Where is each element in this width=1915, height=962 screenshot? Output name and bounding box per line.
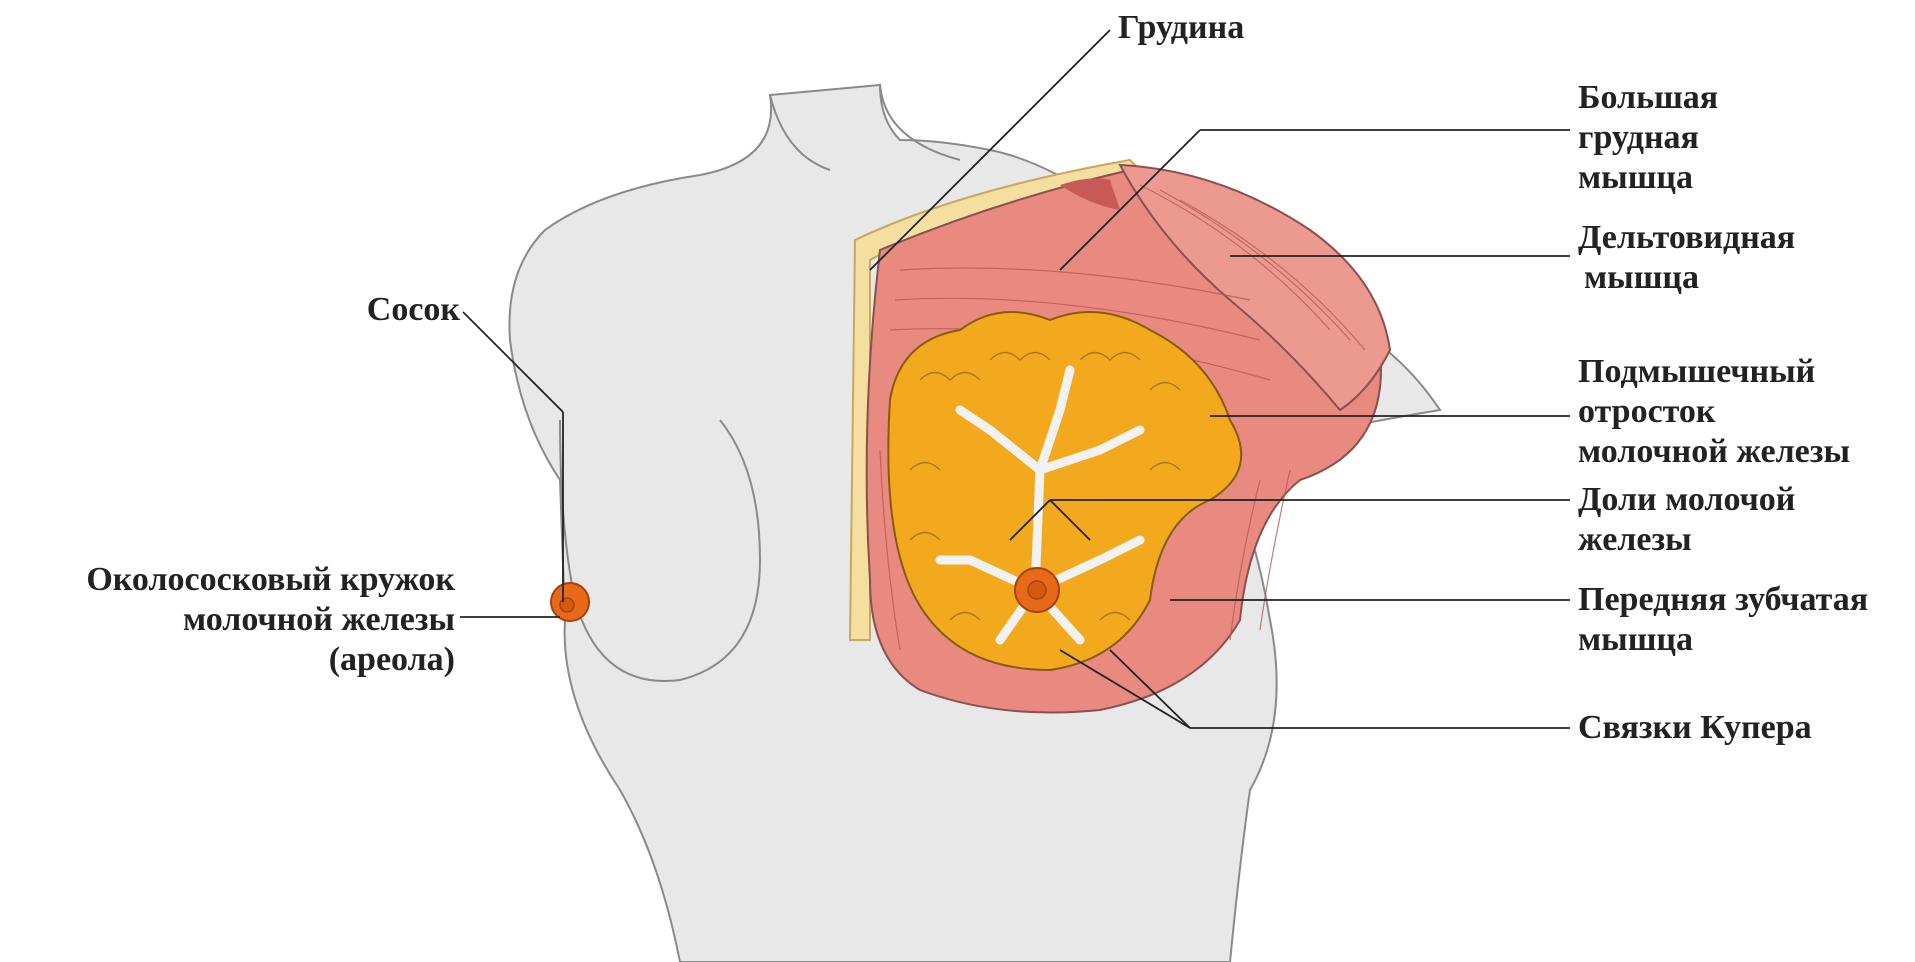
label-serratus-anterior: Передняя зубчатая мышца <box>1578 580 1868 660</box>
label-sternum: Грудина <box>1118 8 1244 48</box>
label-cooper-line: Связки Купера <box>1578 708 1812 748</box>
label-pectoralis-line-2: грудная <box>1578 118 1718 158</box>
label-axillary-line-3: молочной железы <box>1578 432 1850 472</box>
label-axillary-line-2: отросток <box>1578 392 1850 432</box>
label-areola-line-3: (ареола) <box>10 640 455 680</box>
label-pectoralis-line-1: Большая <box>1578 78 1718 118</box>
label-serratus-line-1: Передняя зубчатая <box>1578 580 1868 620</box>
label-pectoralis-line-3: мышца <box>1578 158 1718 198</box>
label-deltoid-line-2: мышца <box>1578 258 1795 298</box>
gland-nipple-shape <box>1028 581 1046 599</box>
label-cooper-ligaments: Связки Купера <box>1578 708 1812 748</box>
label-deltoid-line-1: Дельтовидная <box>1578 218 1795 258</box>
label-lobes-line-1: Доли молочой <box>1578 480 1795 520</box>
label-deltoid: Дельтовидная мышца <box>1578 218 1795 298</box>
label-areola: Околососковый кружок молочной железы (ар… <box>10 560 455 680</box>
label-lobes-line-2: железы <box>1578 520 1795 560</box>
label-nipple: Сосок <box>300 290 460 330</box>
label-lobes: Доли молочой железы <box>1578 480 1795 560</box>
label-areola-line-1: Околососковый кружок <box>10 560 455 600</box>
label-axillary-tail: Подмышечный отросток молочной железы <box>1578 352 1850 472</box>
label-serratus-line-2: мышца <box>1578 620 1868 660</box>
label-sternum-line: Грудина <box>1118 8 1244 48</box>
label-nipple-line: Сосок <box>300 290 460 330</box>
label-axillary-line-1: Подмышечный <box>1578 352 1850 392</box>
label-areola-line-2: молочной железы <box>10 600 455 640</box>
label-pectoralis-major: Большая грудная мышца <box>1578 78 1718 198</box>
